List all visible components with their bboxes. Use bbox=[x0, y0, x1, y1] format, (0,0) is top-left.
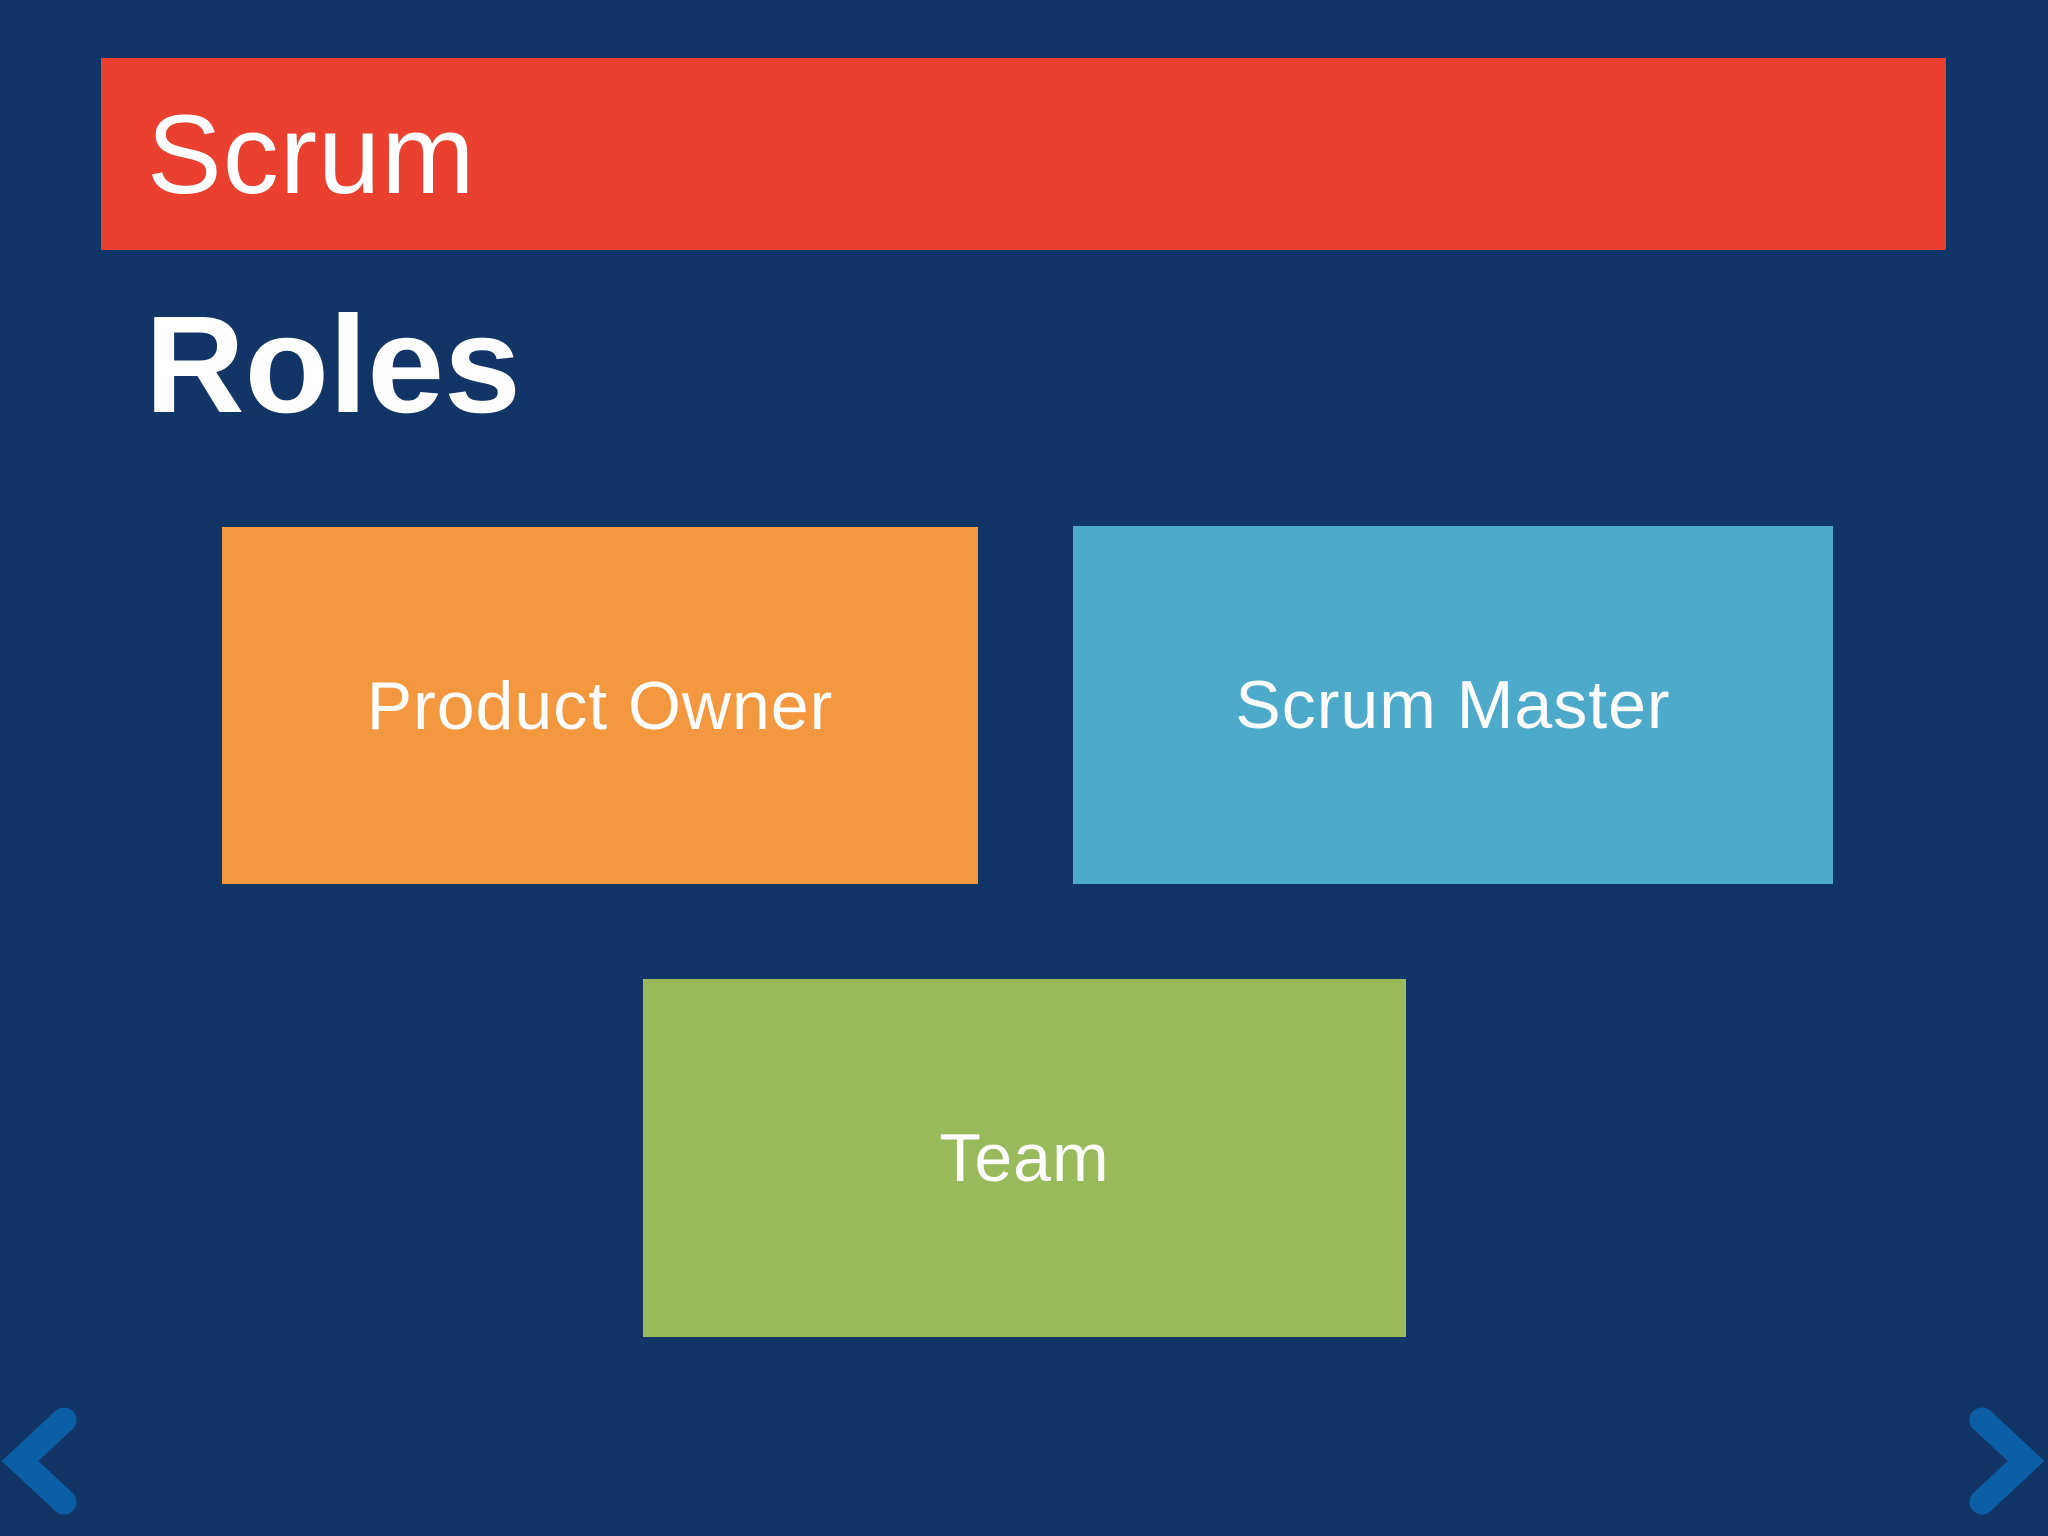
chevron-right-icon bbox=[1962, 1406, 2046, 1518]
next-slide-button[interactable] bbox=[1962, 1406, 2046, 1518]
role-box-product-owner: Product Owner bbox=[222, 527, 978, 884]
role-label-product-owner: Product Owner bbox=[366, 667, 834, 744]
role-label-team: Team bbox=[939, 1120, 1110, 1196]
role-label-scrum-master: Scrum Master bbox=[1235, 667, 1671, 743]
title-bar: Scrum bbox=[101, 58, 1946, 250]
role-box-scrum-master: Scrum Master bbox=[1073, 526, 1833, 884]
prev-slide-button[interactable] bbox=[0, 1406, 84, 1518]
chevron-left-icon bbox=[0, 1406, 84, 1518]
slide-title: Scrum bbox=[147, 91, 476, 217]
role-box-team: Team bbox=[643, 979, 1406, 1337]
section-heading: Roles bbox=[145, 288, 521, 442]
